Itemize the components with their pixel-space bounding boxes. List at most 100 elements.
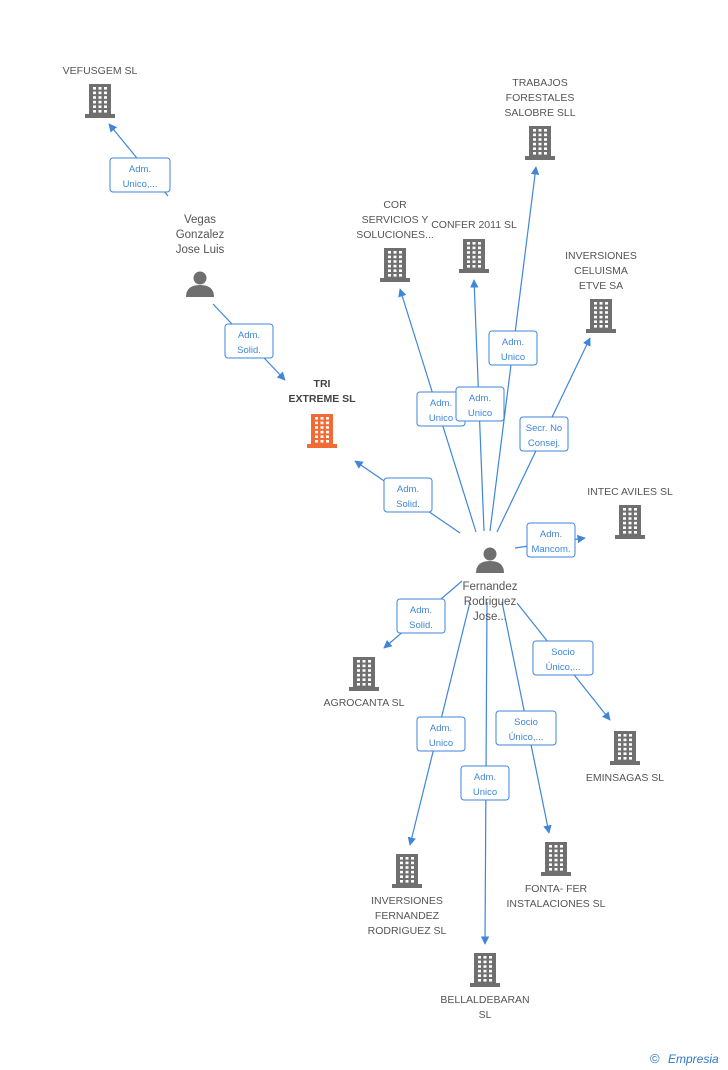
relationship-label[interactable]: Adm. Unico (416, 716, 466, 752)
relationship-label[interactable]: Adm. Unico (416, 391, 466, 427)
building-icon (349, 657, 379, 691)
node-label: BELLALDEBARAN (440, 994, 529, 1006)
person-icon (476, 547, 504, 573)
building-icon (586, 299, 616, 333)
building-icon (615, 505, 645, 539)
relationship-label[interactable]: Adm. Unico (488, 330, 538, 366)
relationship-text: Socio (514, 717, 538, 728)
relationship-text: Adm. (540, 529, 562, 540)
node-label: TRI (314, 378, 331, 390)
relationship-text: Único,... (546, 662, 581, 673)
relationship-text: Socio (551, 647, 575, 658)
relationship-text: Adm. (238, 330, 260, 341)
node-label: SALOBRE SLL (504, 107, 575, 119)
relationship-label[interactable]: Adm. Solid. (224, 323, 274, 359)
node-label: Rodriguez (464, 596, 517, 608)
relationship-text: Mancom. (531, 544, 570, 555)
relationship-text: Solid. (237, 345, 261, 356)
node-label: SERVICIOS Y (362, 214, 429, 226)
relationship-text: Unico (429, 738, 453, 749)
building-icon (85, 84, 115, 118)
relationship-label[interactable]: Adm.Solid. (396, 598, 446, 634)
node-label: INVERSIONES (565, 250, 637, 262)
relationship-text: Solid. (396, 499, 420, 510)
building-icon (470, 953, 500, 987)
relationship-text: Adm. (129, 164, 151, 175)
node-label: TRABAJOS (512, 77, 567, 89)
node-label: RODRIGUEZ SL (368, 925, 447, 937)
node-label: EXTREME SL (288, 393, 356, 405)
node-inversiones-fr[interactable]: INVERSIONES FERNANDEZ RODRIGUEZ SL (368, 854, 447, 937)
building-icon (380, 248, 410, 282)
node-intec[interactable]: INTEC AVILES SL (587, 486, 673, 539)
node-label: Jose... (473, 611, 507, 623)
relationship-label[interactable]: SocioÚnico,... (532, 640, 594, 676)
building-icon (392, 854, 422, 888)
relationship-label[interactable]: Adm. Mancom. (526, 522, 576, 558)
node-label: INSTALACIONES SL (506, 898, 605, 910)
relationship-text: Adm. (502, 337, 524, 348)
relationship-text: Consej. (528, 438, 560, 449)
copyright-symbol: © (650, 1051, 660, 1066)
node-label: SL (479, 1009, 492, 1021)
nodes-layer: TRI EXTREME SL VEFUSGEM SL TRABAJOS FORESTAL… (63, 65, 673, 1021)
node-label: Gonzalez (176, 229, 225, 241)
node-label: AGROCANTA SL (324, 697, 405, 709)
node-label: Jose Luis (176, 244, 225, 256)
relationship-text: Unico,... (123, 179, 158, 190)
node-label: INVERSIONES (371, 895, 443, 907)
person-icon (186, 271, 214, 297)
node-inversiones-celuisma[interactable]: INVERSIONES CELUISMA ETVE SA (565, 250, 637, 333)
node-label: Vegas (184, 214, 216, 226)
edge-labels-layer: Adm.Unico,...Adm.Solid.Adm.Solid.Adm.Uni… (109, 157, 594, 801)
node-vefusgem[interactable]: VEFUSGEM SL (63, 65, 138, 118)
brand-logo: © Empresia (650, 1051, 719, 1066)
node-eminsagas[interactable]: EMINSAGAS SL (586, 731, 664, 784)
relationship-text: Adm. (469, 393, 491, 404)
relationship-text: Adm. (430, 398, 452, 409)
relationship-text: Solid. (409, 620, 433, 631)
relationship-text: Adm. (430, 723, 452, 734)
node-label: SOLUCIONES... (356, 229, 434, 241)
relationship-text: Adm. (474, 772, 496, 783)
brand-name: Empresia (668, 1052, 719, 1066)
node-label: FONTA- FER (525, 883, 588, 895)
relationship-text: Adm. (397, 484, 419, 495)
relationship-label[interactable]: Adm. Unico,... (109, 157, 171, 193)
relationship-label[interactable]: SocioÚnico,... (495, 710, 557, 746)
relationship-text: Unico (501, 352, 525, 363)
node-label: INTEC AVILES SL (587, 486, 673, 498)
node-label: CELUISMA (574, 265, 628, 277)
relationship-label[interactable]: Secr. No Consej. (519, 416, 569, 452)
relationship-label[interactable]: Adm. Solid. (383, 477, 433, 513)
node-label: VEFUSGEM SL (63, 65, 138, 77)
node-tri[interactable]: TRI EXTREME SL (288, 378, 356, 448)
node-bellaldebaran[interactable]: BELLALDEBARAN SL (440, 953, 530, 1021)
node-label: Fernandez (463, 581, 518, 593)
node-label: FERNANDEZ (375, 910, 440, 922)
building-icon (307, 414, 337, 448)
node-label: FORESTALES (506, 92, 575, 104)
building-icon (610, 731, 640, 765)
relationship-text: Único,... (509, 732, 544, 743)
node-fernandez[interactable]: FernandezRodriguezJose... (463, 547, 518, 624)
building-icon (525, 126, 555, 160)
relationship-text: Unico (429, 413, 453, 424)
node-trabajos[interactable]: TRABAJOS FORESTALES SALOBRE SLL (504, 77, 576, 160)
relationship-text: Unico (473, 787, 497, 798)
relationship-text: Secr. No (526, 423, 562, 434)
relationship-text: Unico (468, 408, 492, 419)
relationship-label[interactable]: Adm. Unico (460, 765, 510, 801)
node-agrocanta[interactable]: AGROCANTA SL (324, 657, 405, 709)
node-label: ETVE SA (579, 280, 623, 292)
node-fonta[interactable]: FONTA- FER INSTALACIONES SL (506, 842, 606, 910)
node-label: CONFER 2011 SL (431, 219, 517, 231)
building-icon (459, 239, 489, 273)
node-confer[interactable]: CONFER 2011 SL (431, 219, 517, 273)
building-icon (541, 842, 571, 876)
relationship-label[interactable]: Adm. Unico (455, 386, 505, 422)
node-label: EMINSAGAS SL (586, 772, 664, 784)
